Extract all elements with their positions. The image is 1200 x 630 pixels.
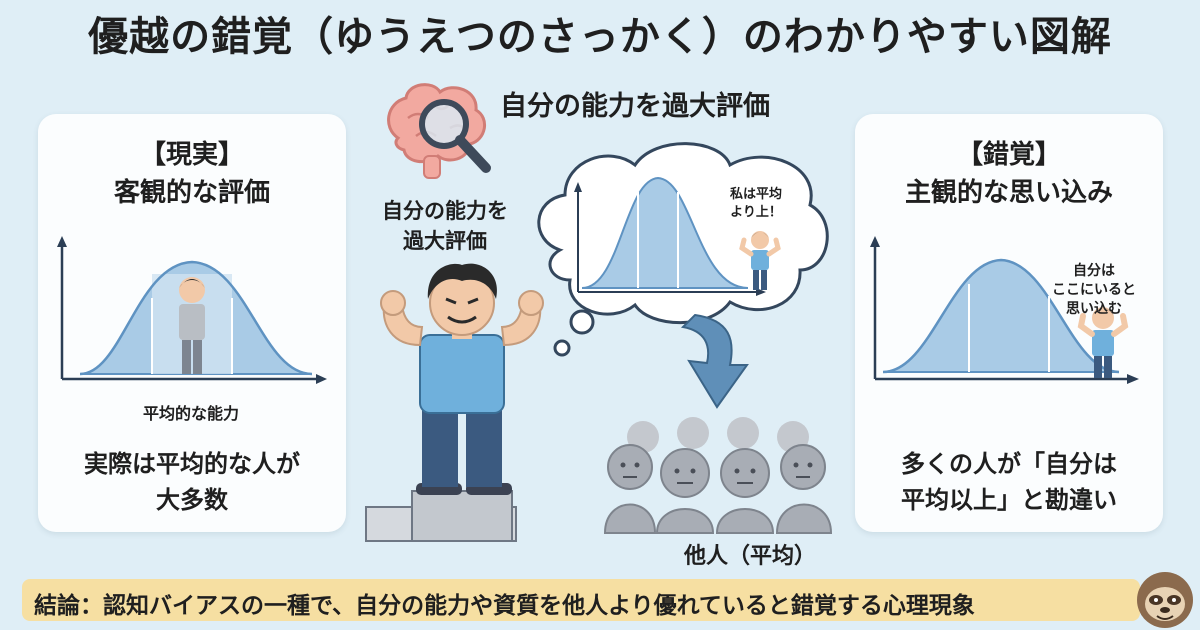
reality-summary-line2: 大多数 [156, 486, 228, 514]
thought-bubble [537, 142, 829, 357]
page-title: 優越の錯覚（ゆうえつのさっかく）のわかりやすい図解 [88, 14, 1112, 60]
illusion-summary-line2: 平均以上」と勘違い [901, 486, 1117, 514]
illusion-note: 自分は ここにいると 思い込む [1030, 262, 1158, 319]
illusion-bell-curve [870, 236, 1139, 384]
average-person-figure [179, 277, 205, 374]
thought-text: 私は平均 より上！ [706, 186, 806, 222]
center-title: 自分の能力を過大評価 [500, 91, 770, 122]
illusion-heading: 【錯覚】 [956, 140, 1061, 170]
illusion-note-line3: 思い込む [1066, 301, 1122, 317]
sloth-mascot-icon [1137, 572, 1193, 628]
reality-card: 【現実】 客観的な評価 平均的な能力 実際は平均的な人が 大多数 [38, 114, 346, 532]
thought-text-line2: より上！ [730, 205, 782, 220]
crowd-others [603, 417, 833, 534]
conclusion-text: 結論：認知バイアスの一種で、自分の能力や資質を他人より優れていると錯覚する心理現… [34, 593, 975, 619]
center-label-line1: 自分の能力を [382, 199, 508, 223]
reality-heading: 【現実】 [139, 140, 244, 170]
illusion-subheading: 主観的な思い込み [904, 178, 1113, 208]
reality-subheading: 客観的な評価 [113, 178, 270, 208]
illusion-card: 【錯覚】 主観的な思い込み 多くの人が「自分は 平均以上」と勘違い [855, 114, 1163, 532]
average-ability-label: 平均的な能力 [142, 404, 239, 423]
reality-bell-curve [57, 236, 327, 384]
illusion-note-line1: 自分は [1073, 263, 1115, 279]
thought-flexing-person [739, 231, 781, 290]
reality-summary: 実際は平均的な人が 大多数 [38, 446, 346, 518]
illusion-summary: 多くの人が「自分は 平均以上」と勘違い [855, 446, 1163, 518]
center-label: 自分の能力を 過大評価 [370, 196, 520, 256]
down-arrow-icon [680, 313, 749, 409]
overconfident-man [365, 263, 544, 542]
center-label-line2: 過大評価 [403, 229, 487, 253]
thought-text-line1: 私は平均 [729, 187, 782, 202]
conclusion-banner: 結論：認知バイアスの一種で、自分の能力や資質を他人より優れていると錯覚する心理現… [22, 579, 1140, 621]
reality-summary-line1: 実際は平均的な人が [84, 450, 300, 478]
overconfident-person-small [1077, 307, 1129, 378]
illusion-note-line2: ここにいると [1052, 282, 1136, 298]
brain-magnifier-icon [387, 83, 491, 179]
illusion-summary-line1: 多くの人が「自分は [901, 450, 1117, 478]
crowd-label: 他人（平均） [683, 544, 816, 569]
